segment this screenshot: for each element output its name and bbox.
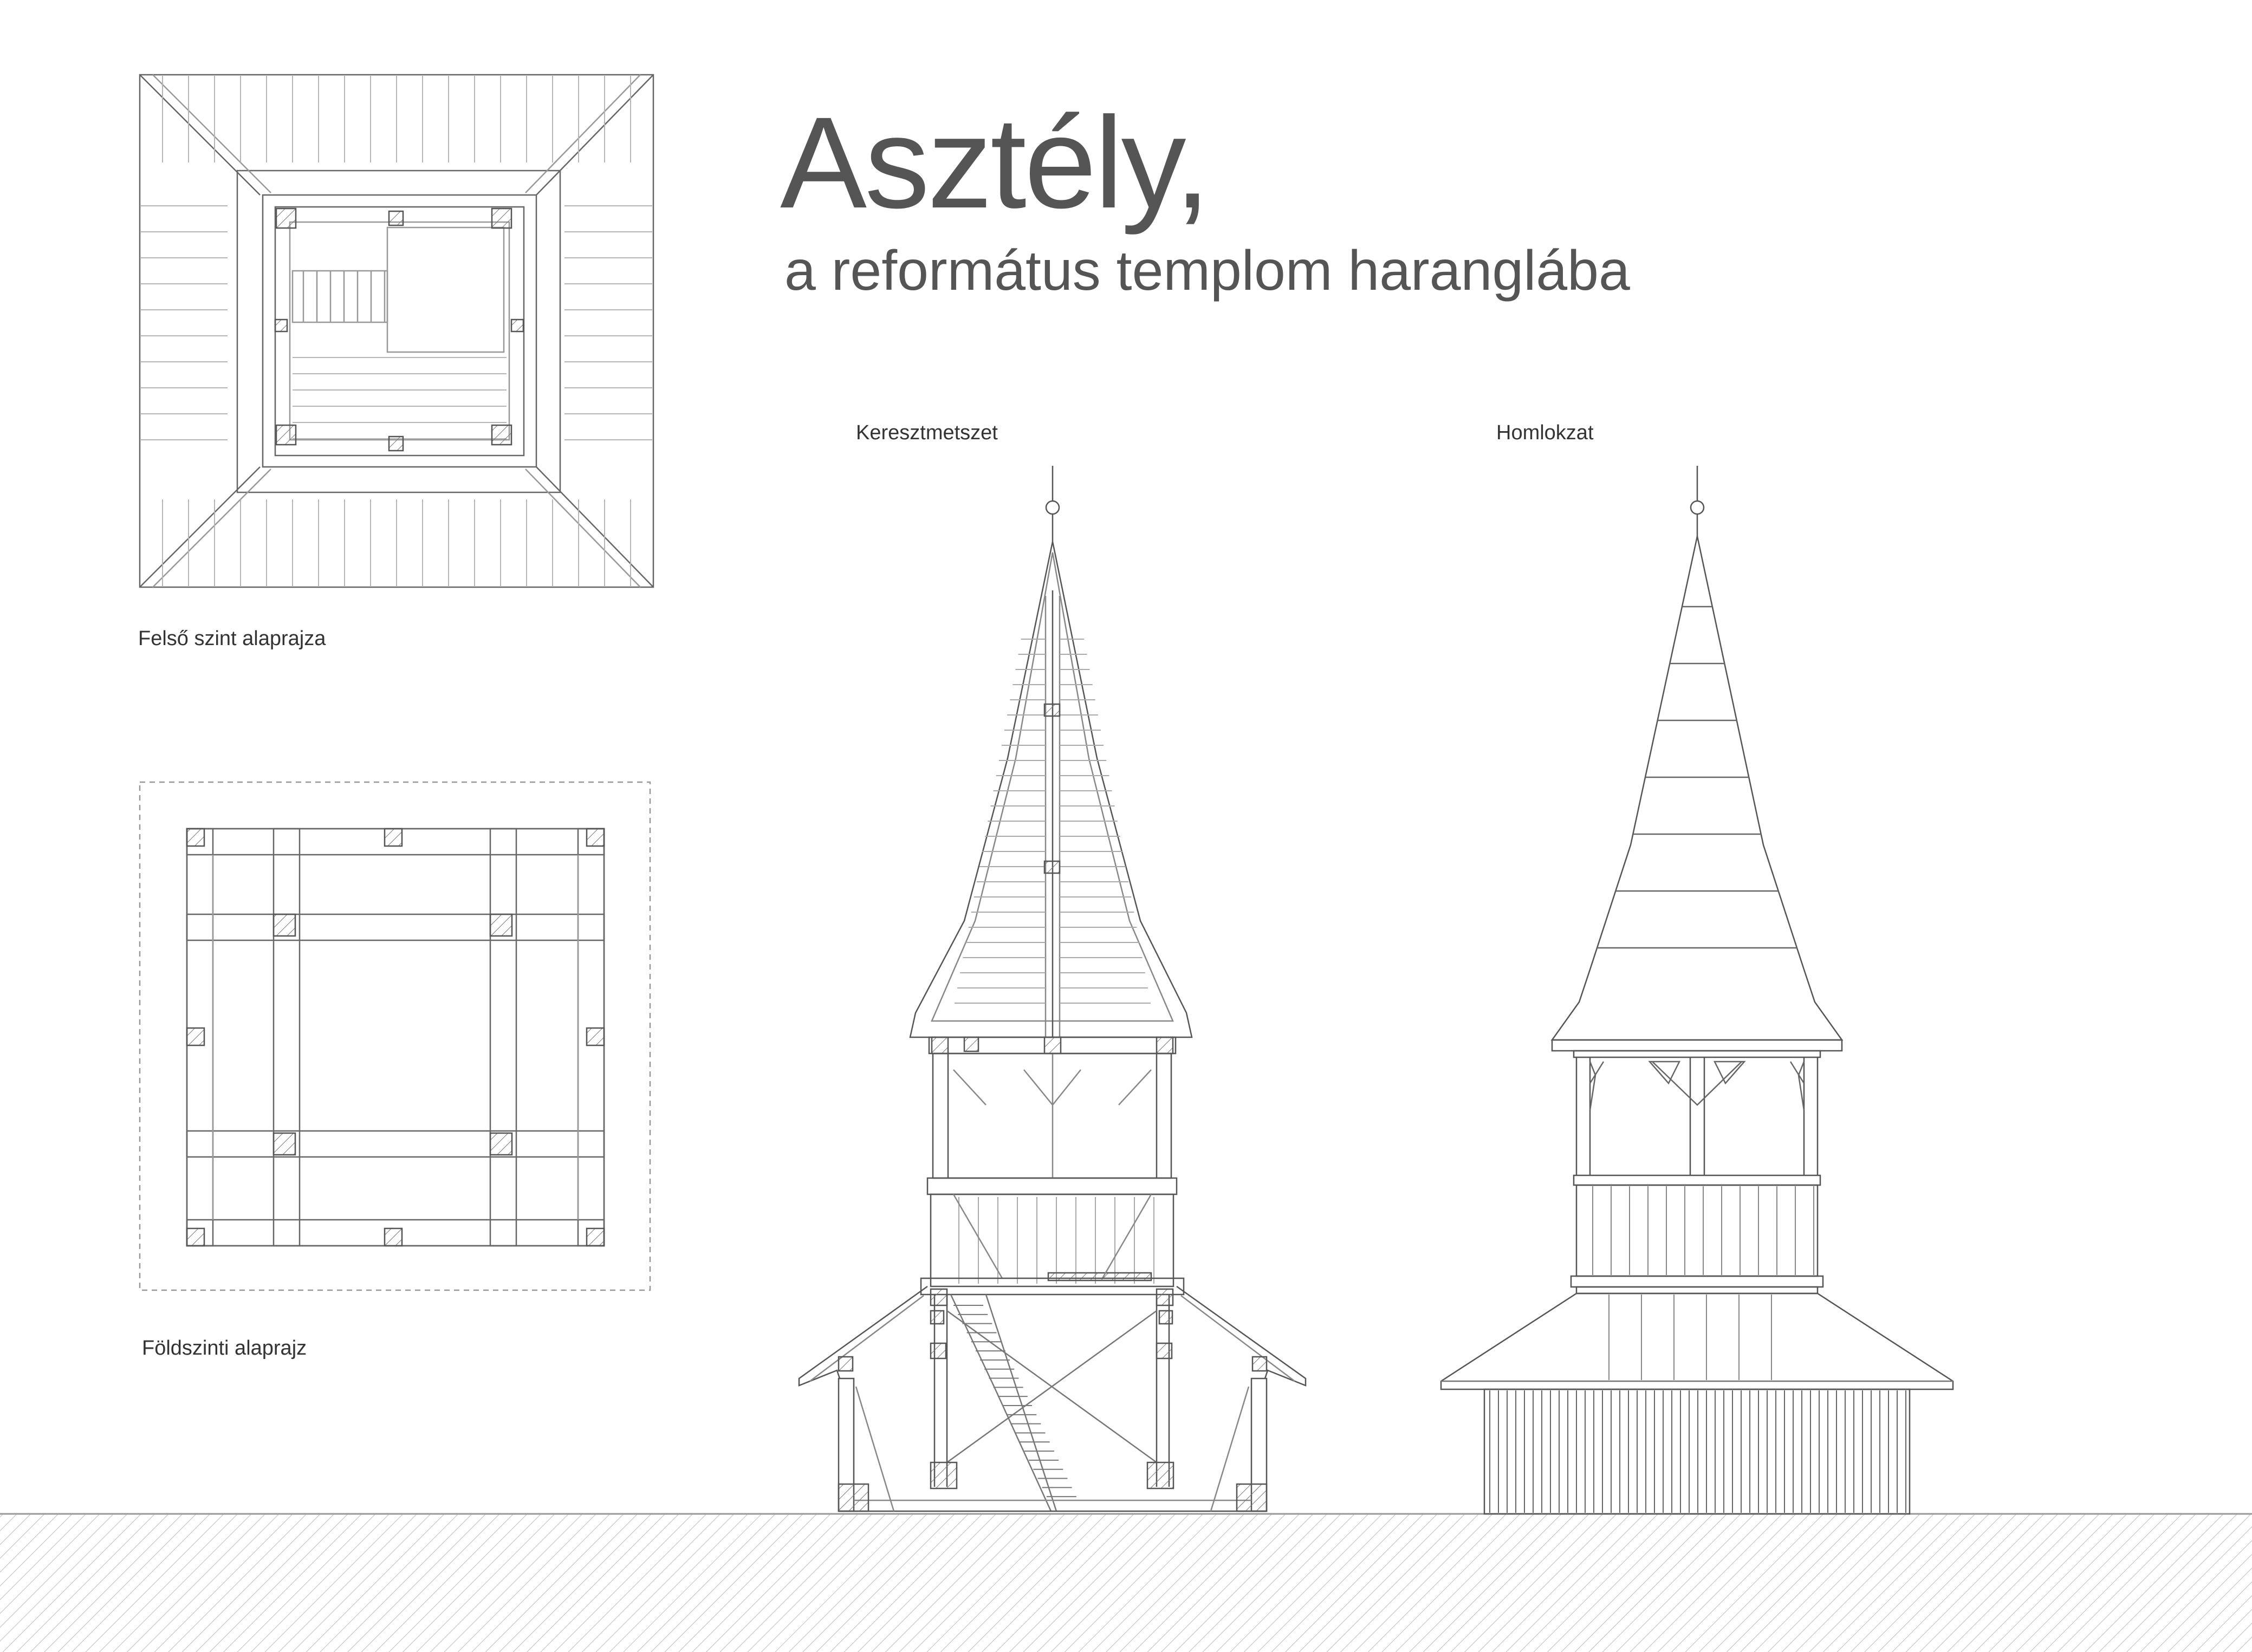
caption-cross-section: Keresztmetszet: [856, 421, 998, 444]
ground-floor-plan: [139, 781, 651, 1291]
caption-ground-floor-plan: Földszinti alaprajz: [142, 1337, 307, 1360]
title-block: Asztély, a református templom haranglába: [780, 92, 1630, 303]
page-subtitle: a református templom haranglába: [784, 239, 1630, 302]
facade-drawing: [1440, 466, 1954, 1515]
caption-upper-floor-plan: Felső szint alaprajza: [138, 627, 326, 650]
upper-floor-plan: [139, 74, 654, 588]
page-title: Asztély,: [780, 90, 1210, 235]
ground-hatch: [0, 1513, 2252, 1652]
caption-facade: Homlokzat: [1496, 421, 1594, 444]
cross-section-drawing: [798, 466, 1307, 1512]
